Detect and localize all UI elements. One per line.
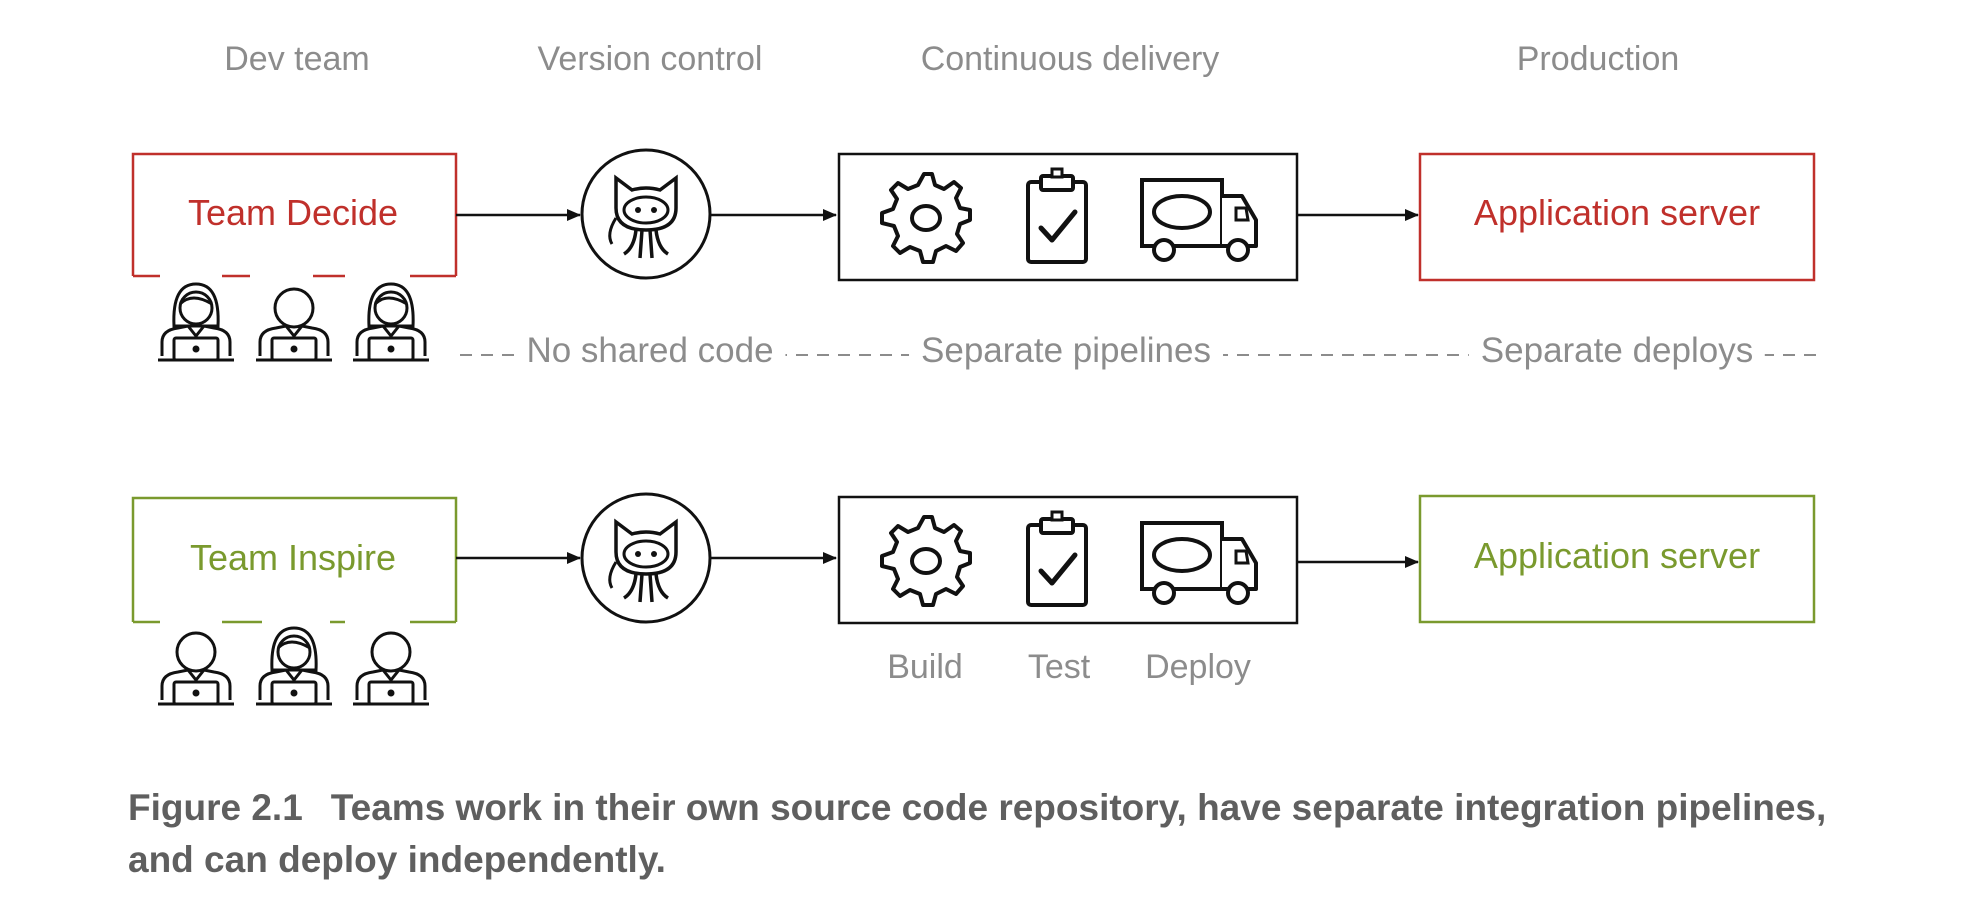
person-icon	[351, 282, 431, 362]
note-separate-pipelines: Separate pipelines	[909, 331, 1223, 371]
row-team-decide	[131, 148, 1816, 362]
clipboard-check-icon	[1028, 169, 1086, 262]
person-icon	[351, 631, 431, 706]
application-server-label: Application server	[1473, 535, 1761, 576]
application-server-box	[1418, 494, 1816, 624]
team-inspire-box	[131, 496, 458, 622]
person-icon	[156, 631, 236, 706]
person-icon	[156, 282, 236, 362]
gear-icon	[880, 515, 972, 607]
header-continuous-delivery: Continuous delivery	[920, 40, 1220, 78]
step-deploy-label: Deploy	[1145, 648, 1251, 686]
header-production: Production	[1516, 40, 1680, 78]
application-server-label: Application server	[1473, 192, 1761, 233]
step-build-label: Build	[887, 648, 963, 686]
team-decide-label: Team Decide	[187, 192, 399, 233]
clipboard-check-icon	[1028, 512, 1086, 605]
application-server-box	[1418, 152, 1816, 282]
step-test-label: Test	[1027, 648, 1091, 686]
gear-icon	[880, 172, 972, 264]
figure-number: Figure 2.1	[128, 787, 303, 828]
note-no-shared-code: No shared code	[514, 331, 786, 371]
team-inspire-label: Team Inspire	[189, 537, 397, 578]
github-octocat-icon	[580, 492, 712, 624]
person-icon	[254, 287, 334, 362]
header-dev-team: Dev team	[224, 40, 370, 78]
person-icon	[254, 626, 334, 706]
github-octocat-icon	[580, 148, 712, 280]
note-separate-deploys: Separate deploys	[1468, 331, 1766, 371]
figure-caption-text: Teams work in their own source code repo…	[128, 787, 1827, 880]
row-team-inspire	[131, 492, 1816, 706]
header-version-control: Version control	[537, 40, 763, 78]
